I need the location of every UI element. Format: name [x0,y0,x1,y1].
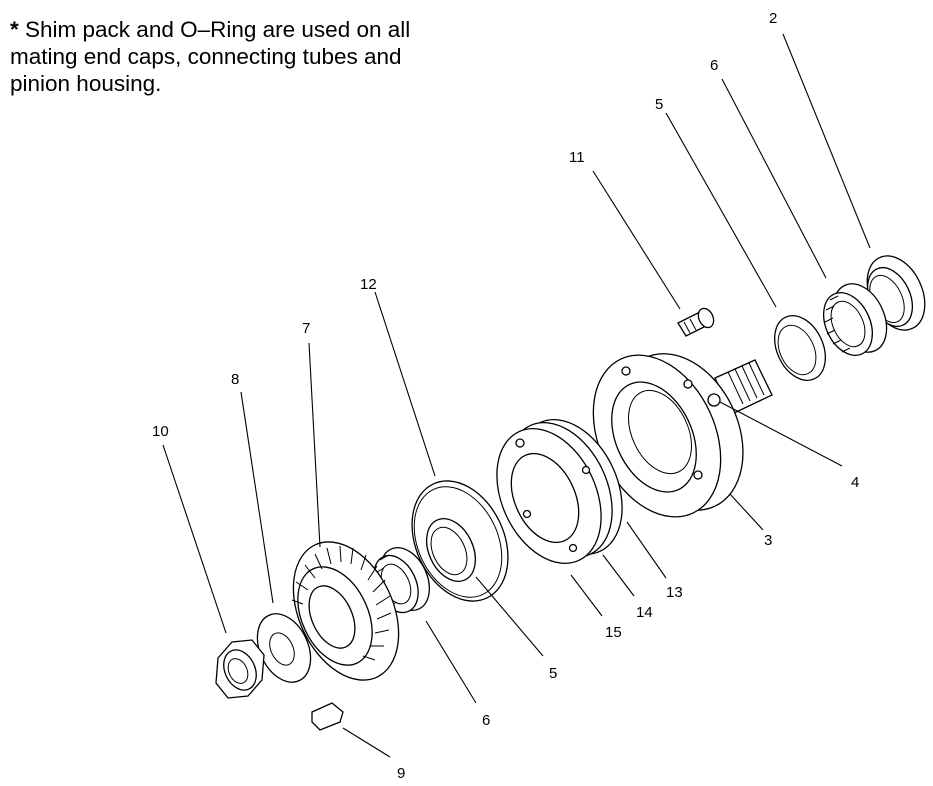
callout-5-upper: 5 [655,96,663,113]
shim-pack-note: * Shim pack and O–Ring are used on all m… [10,16,430,97]
callout-8: 8 [231,371,239,388]
part-9-key [311,702,344,731]
callout-6-lower: 6 [482,712,490,729]
callout-12: 12 [360,276,377,293]
callout-7: 7 [302,320,310,337]
part-11-bolt [677,307,715,337]
note-asterisk: * [10,17,19,42]
part-13-15-shim-pack-end-cap [496,419,623,564]
part-3-pinion-housing [592,353,773,518]
callout-10: 10 [152,423,169,440]
callout-13: 13 [666,584,683,601]
callout-11: 11 [569,149,585,166]
part-7-bevel-gear [291,541,400,681]
callout-5-lower: 5 [549,665,557,682]
part-6-cone-bearing-upper [823,283,888,356]
callout-3: 3 [764,532,772,549]
callout-9: 9 [397,765,405,782]
part-5-bearing-cup-lower [426,518,476,582]
callout-2: 2 [769,10,777,27]
callout-14: 14 [636,604,653,621]
note-text: Shim pack and O–Ring are used on all mat… [10,17,411,96]
callout-4: 4 [851,474,859,491]
callout-15: 15 [605,624,622,641]
part-5-bearing-cup-upper [774,315,826,381]
callout-6-upper: 6 [710,57,718,74]
part-10-hex-nut [215,639,265,699]
leader-lines [162,33,871,758]
